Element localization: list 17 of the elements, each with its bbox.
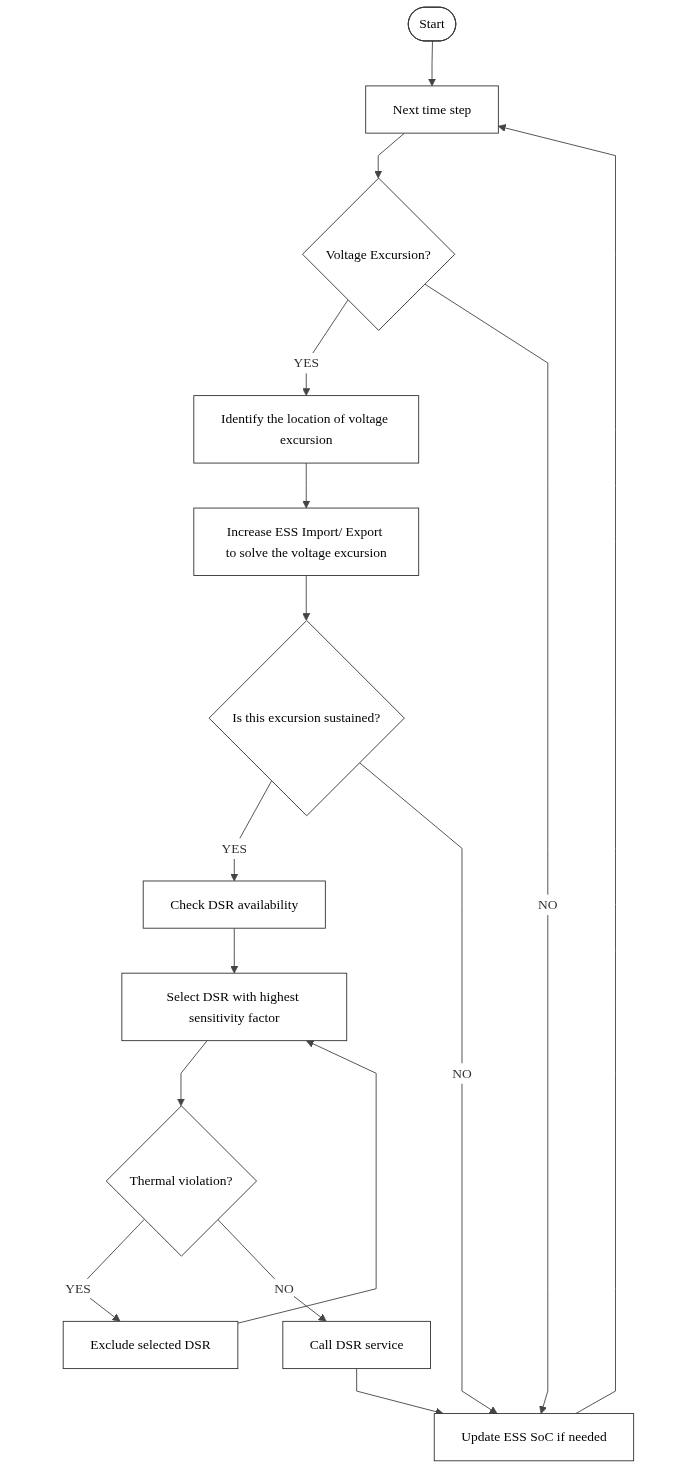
edge-label: NO: [451, 1065, 472, 1081]
edge-label: NO: [537, 897, 558, 912]
node-box: Check DSR availability: [142, 880, 326, 929]
edge-label: YES: [293, 355, 319, 370]
edge-label: YES: [64, 1281, 91, 1296]
node-diamond: Voltage Excursion?: [301, 177, 455, 331]
node-box: Select DSR with highest sensitivity factor: [120, 972, 347, 1042]
node-box: Exclude selected DSR: [62, 1320, 238, 1370]
node-box: Identify the location of voltage excursion: [192, 395, 419, 464]
edge-label: NO: [273, 1281, 294, 1296]
node-box: Update ESS SoC if needed: [433, 1413, 634, 1462]
node-diamond: Thermal violation?: [105, 1105, 257, 1257]
node-box: Increase ESS Import/ Export to solve the voltage excursion: [192, 507, 419, 576]
edge-label: YES: [221, 840, 247, 856]
node-box: Next time step: [364, 85, 499, 134]
node-box: Call DSR service: [281, 1320, 431, 1370]
node-diamond: Is this excursion sustained?: [208, 620, 405, 817]
